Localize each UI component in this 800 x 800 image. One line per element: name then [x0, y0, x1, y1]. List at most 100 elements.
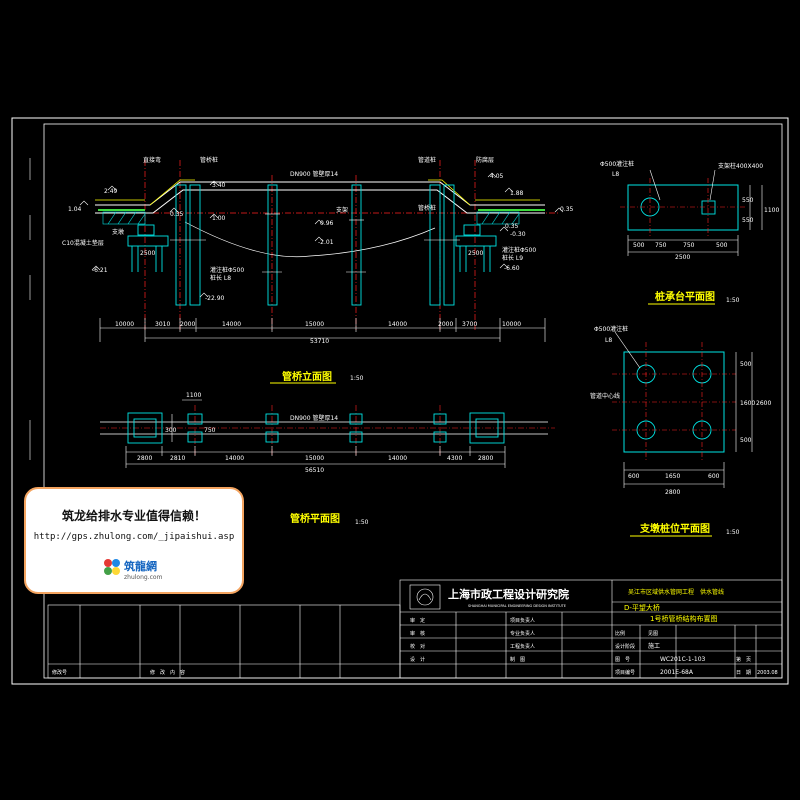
- tb-row-left-3: 设 计: [410, 656, 425, 663]
- tb-date-label: 日 期: [736, 670, 751, 676]
- elev-9: 0.35: [505, 223, 519, 230]
- drawing-name-1: D-平望大桥: [624, 603, 660, 612]
- elev-pipe-joint-label: 管桥桩: [200, 156, 218, 164]
- tb-row-left-1: 审 核: [410, 630, 425, 637]
- elev-3: 1.00: [212, 215, 226, 222]
- elev-right-top-label: 防腐层: [476, 156, 494, 164]
- plan-dim-3: 15000: [305, 455, 324, 462]
- tb-drawing-no-label: 图 号: [615, 657, 630, 663]
- pilecap-dim-2: 750: [683, 242, 695, 249]
- elev-c10-label: C10混凝土垫层: [62, 239, 104, 247]
- pilecap-total: 2500: [675, 254, 690, 261]
- plan-side-dim-0: 1100: [186, 392, 201, 399]
- drawing-name-2: 1号桥管桥结构布置图: [650, 614, 717, 623]
- pilecap-side-1: 550: [742, 217, 754, 224]
- elev-small-dim-left: 2500: [140, 250, 155, 257]
- institute-name-en: SHANGHAI MUNICIPAL ENGINEERING DESIGN IN…: [468, 604, 566, 608]
- institute-name: 上海市政工程设计研究院: [448, 587, 569, 601]
- elev-total: 53710: [310, 338, 329, 345]
- tb-row-right-0: 项目负责人: [510, 617, 535, 624]
- elev-10: -0.30: [510, 231, 526, 238]
- elev-11: -6.21: [92, 267, 108, 274]
- plan-title: 管桥平面图: [290, 512, 340, 525]
- pier-pile-len: L8: [605, 337, 612, 344]
- tb-scale-label: 比例: [615, 630, 625, 637]
- tb-row-right-3: 制 图: [510, 656, 525, 663]
- elev-7: 4.05: [490, 173, 504, 180]
- pilecap-title: 桩承台平面图: [655, 290, 715, 303]
- pier-total: 2800: [665, 489, 680, 496]
- pier-dim-2: 600: [708, 473, 720, 480]
- pilecap-dim-3: 500: [716, 242, 728, 249]
- elev-right-pile-label: 灌注桩Φ500: [502, 246, 536, 254]
- plan-side-dim-2: 750: [204, 427, 216, 434]
- tb-scale-value: 见图: [648, 631, 658, 637]
- elevation-view: 直接弯 管桥桩 DN900 管壁厚14 支架 管道桩 防腐层 管桥桩 C10混凝…: [62, 156, 574, 384]
- elev-dim-6: 2000: [438, 321, 453, 328]
- elev-support-label: 支架: [336, 206, 348, 214]
- elev-dim-7: 3700: [462, 321, 477, 328]
- elev-8: 1.88: [510, 190, 524, 197]
- pier-side-2: 500: [740, 437, 752, 444]
- elev-6: -2.01: [318, 239, 334, 246]
- elev-dim-5: 14000: [388, 321, 407, 328]
- elev-right-pile-len: 桩长 L9: [502, 254, 523, 262]
- tb-sheet: 第 页: [736, 656, 751, 663]
- tb-row-left-0: 审 定: [410, 617, 425, 624]
- elev-dim-8: 10000: [502, 321, 521, 328]
- elev-13: -6.60: [504, 265, 520, 272]
- elev-pipe-label: DN900 管壁厚14: [290, 170, 338, 178]
- elev-pier-label: 支墩: [112, 228, 124, 236]
- pilecap-side-2: 1100: [764, 207, 779, 214]
- plan-view: DN900 管壁厚14 1100 300 750 2800 2810 14000…: [100, 392, 555, 526]
- elev-12: -22.90: [205, 295, 225, 302]
- tb-row-left-2: 校 对: [410, 643, 425, 650]
- elev-dim-3: 14000: [222, 321, 241, 328]
- tb-drawing-no: WC201C-1-103: [660, 656, 706, 663]
- pilecap-side-0: 550: [742, 197, 754, 204]
- promo-url-link[interactable]: http://gps.zhulong.com/_jipaishui.asp: [33, 532, 235, 542]
- tb-row-right-2: 工程负责人: [510, 643, 535, 650]
- elev-5: 0.96: [320, 220, 334, 227]
- pilecap-dim-0: 500: [633, 242, 645, 249]
- elevation-scale: 1:50: [350, 375, 364, 382]
- pier-scale: 1:50: [726, 529, 740, 536]
- pilecap-pile-len: L8: [612, 171, 619, 178]
- logo-text: 筑龍網: [124, 559, 157, 573]
- tb-stage-label: 设计阶段: [615, 643, 635, 650]
- promo-title: 筑龙给排水专业值得信赖！: [61, 509, 206, 523]
- pier-dim-1: 1650: [665, 473, 680, 480]
- tb-stage: 施工: [648, 642, 660, 650]
- plan-dim-0: 2800: [137, 455, 152, 462]
- tb-revision: 修改号: [52, 669, 67, 676]
- pilecap-column-label: 支架柱400X400: [718, 162, 763, 170]
- plan-dim-4: 14000: [388, 455, 407, 462]
- elev-right-support-label: 管道桩: [418, 156, 436, 164]
- title-block: [47, 579, 783, 679]
- elev-4: 0.35: [170, 211, 184, 218]
- tb-revision-content: 修 改 内 容: [150, 669, 185, 676]
- zhulong-logo[interactable]: 筑龍網 zhulong.com: [98, 553, 168, 583]
- elev-14: 0.35: [560, 206, 574, 213]
- elev-0: 1.04: [68, 206, 82, 213]
- project-name: 吴江市区域供水管网工程 供水管线: [628, 588, 724, 596]
- elevation-title: 管桥立面图: [282, 370, 332, 383]
- pier-pile-label: Φ500灌注桩: [594, 325, 628, 333]
- logo-sub: zhulong.com: [124, 574, 163, 581]
- pier-side-1: 1600: [740, 400, 755, 407]
- pilecap-dim-1: 750: [655, 242, 667, 249]
- elev-1: 2.49: [104, 188, 118, 195]
- plan-scale: 1:50: [355, 519, 369, 526]
- plan-dim-5: 4300: [447, 455, 462, 462]
- plan-dim-2: 14000: [225, 455, 244, 462]
- drawing-frame: [11, 117, 789, 685]
- elev-2: 3.40: [212, 182, 226, 189]
- pile-cap-plan: Φ500灌注桩 L8 支架柱400X400 500 750 750 500 25…: [600, 160, 779, 305]
- pier-side-0: 500: [740, 361, 752, 368]
- pier-pile-plan: Φ500灌注桩 L8 管道中心线 600 1650 600 2800 500 1…: [590, 325, 771, 537]
- elev-pile-len: 桩长 L8: [210, 274, 231, 282]
- plan-total: 56510: [305, 467, 324, 474]
- plan-dim-1: 2810: [170, 455, 185, 462]
- promo-card[interactable]: 筑龙给排水专业值得信赖！ http://gps.zhulong.com/_jip…: [24, 487, 244, 594]
